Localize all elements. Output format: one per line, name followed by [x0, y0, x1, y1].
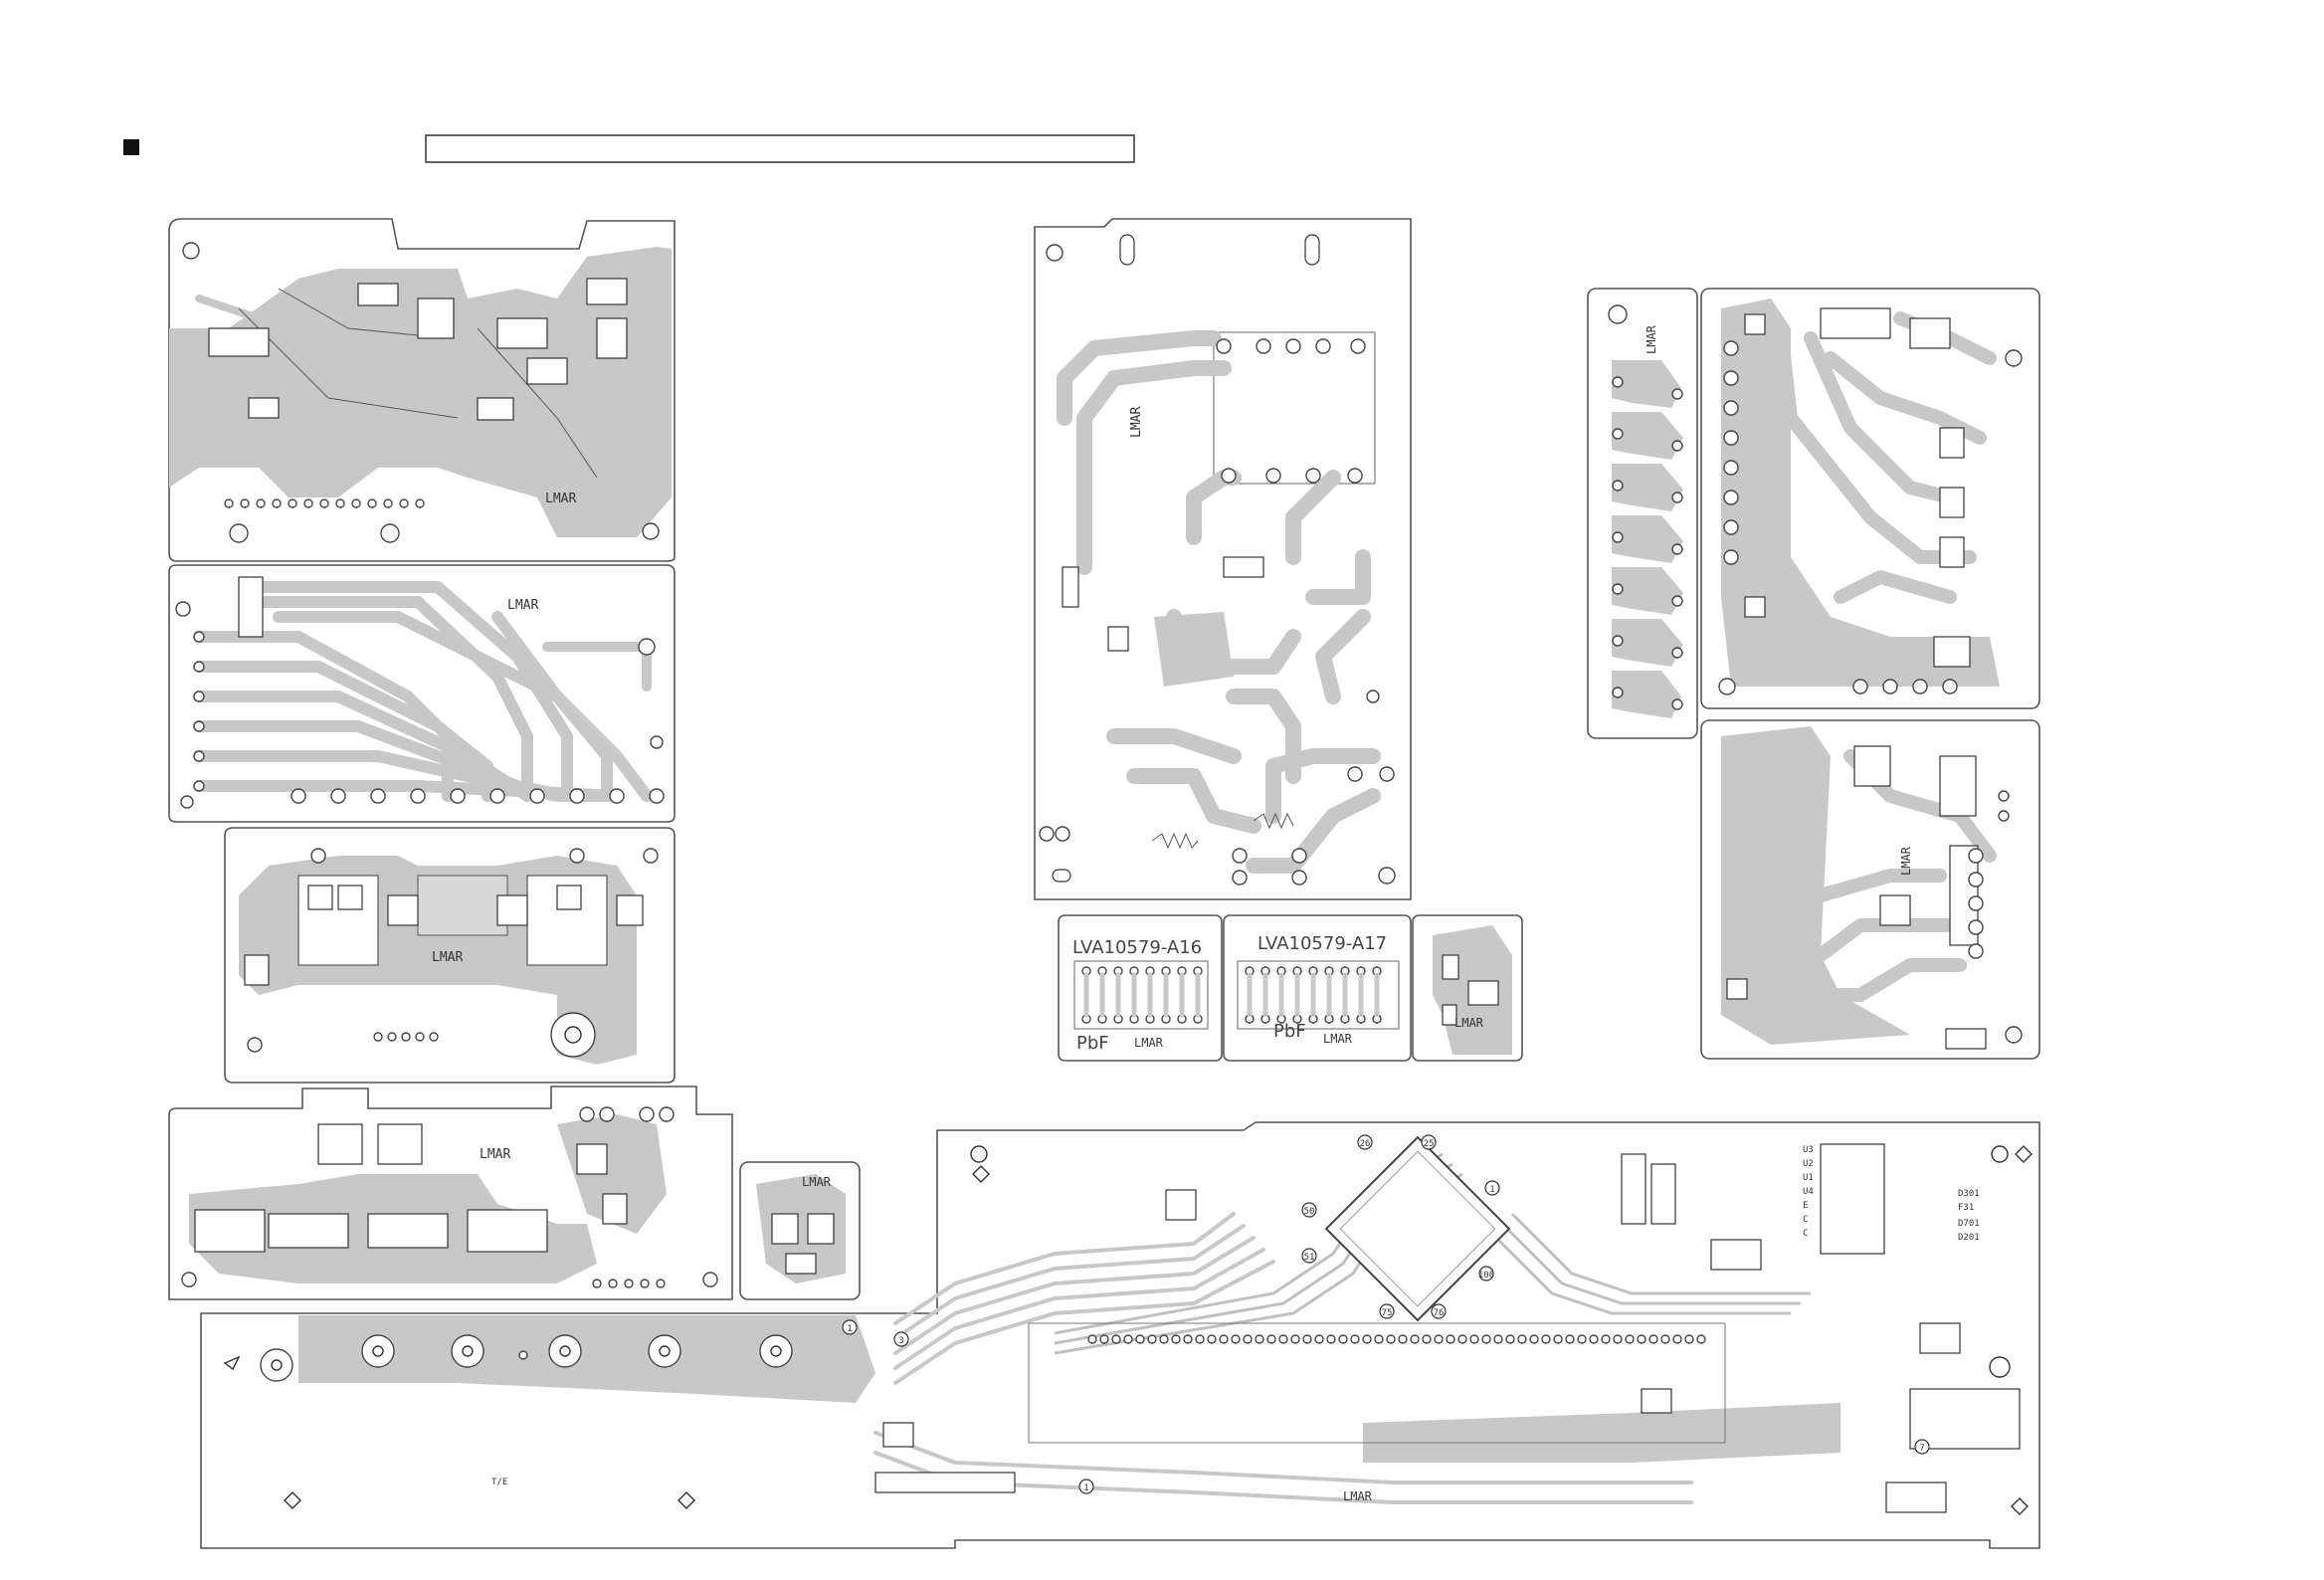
pin-1b-label: 1	[847, 1324, 852, 1334]
pbf-label-a17: PbF	[1273, 1021, 1306, 1042]
part-a16-label: LVA10579-A16	[1072, 937, 1202, 958]
ref-u2: U2	[1803, 1159, 1814, 1169]
pin-3-label: 3	[898, 1336, 903, 1346]
board-d: LMAR	[1035, 219, 1411, 899]
pin-100-label: 100	[1478, 1271, 1494, 1281]
ref-d201: D201	[1958, 1233, 1980, 1243]
mark-label-h: LMAR	[1899, 846, 1913, 876]
board-h: LMAR	[1701, 720, 2039, 1059]
ref-c1: C	[1803, 1215, 1808, 1225]
pin-75-label: 75	[1382, 1308, 1393, 1318]
section-bullet-icon	[123, 139, 139, 155]
mark-label-a17: LMAR	[1323, 1032, 1353, 1046]
board-small-e: LMAR	[1413, 915, 1522, 1061]
mark-label-f: LMAR	[1645, 324, 1658, 354]
mark-label-a: LMAR	[545, 492, 576, 506]
board-f-switches: LMAR	[1588, 289, 1697, 738]
pin-25-label: 25	[1424, 1139, 1435, 1149]
mark-label-j: LMAR	[802, 1175, 832, 1189]
mark-label-b: LMAR	[507, 598, 538, 613]
board-b: LMAR	[169, 565, 675, 822]
pbf-label-a16: PbF	[1076, 1033, 1109, 1054]
ref-u3: U3	[1803, 1145, 1814, 1155]
ref-u1: U1	[1803, 1173, 1814, 1183]
pin-1c-label: 1	[1083, 1483, 1088, 1493]
ref-c2: C	[1803, 1229, 1808, 1239]
mark-label-k: LMAR	[1343, 1489, 1373, 1503]
mark-label-i: LMAR	[480, 1147, 510, 1162]
mark-label-c: LMAR	[432, 950, 463, 965]
mark-label-e: LMAR	[1454, 1016, 1484, 1030]
pin-1-label: 1	[1489, 1185, 1494, 1195]
te-label: T/E	[491, 1478, 507, 1487]
pin-76-label: 76	[1434, 1308, 1445, 1318]
title-box	[426, 135, 1134, 162]
board-a16: LVA10579-A16 PbF LMAR	[1059, 915, 1222, 1061]
pin-26-label: 26	[1360, 1139, 1371, 1149]
mark-label-a16: LMAR	[1134, 1036, 1164, 1050]
pin-50-label: 50	[1304, 1207, 1315, 1217]
ref-d301: D301	[1958, 1189, 1980, 1199]
board-j: LMAR	[740, 1162, 860, 1299]
mark-label-d: LMAR	[1129, 407, 1144, 438]
ref-f31: F31	[1958, 1203, 1974, 1213]
board-i: LMAR	[169, 1086, 732, 1299]
ref-d701: D701	[1958, 1219, 1980, 1229]
ref-e: E	[1803, 1201, 1808, 1211]
board-a: LMAR	[169, 219, 675, 561]
board-a17: LVA10579-A17 PbF LMAR	[1224, 915, 1411, 1061]
ref-u4: U4	[1803, 1187, 1814, 1197]
pin-51-label: 51	[1304, 1253, 1315, 1263]
part-a17-label: LVA10579-A17	[1258, 933, 1387, 954]
board-g	[1701, 289, 2039, 708]
board-c: LMAR	[225, 828, 675, 1083]
pin-7-label: 7	[1919, 1444, 1924, 1454]
